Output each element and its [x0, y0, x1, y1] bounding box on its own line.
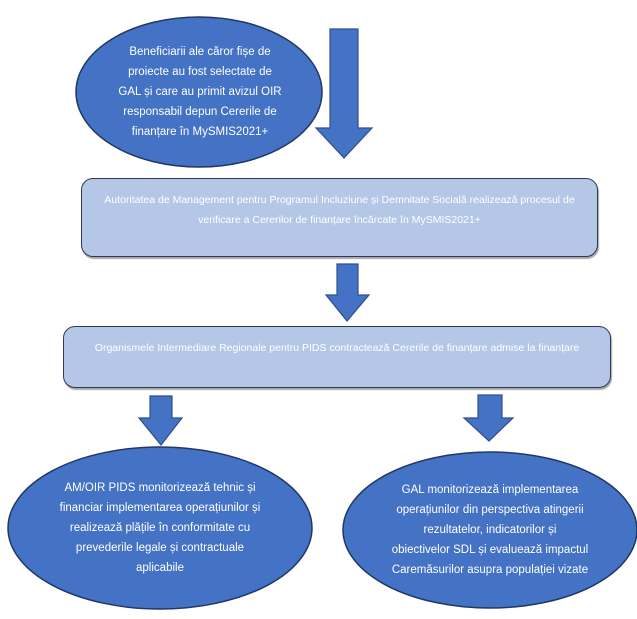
text-line: AM/OIR PIDS monitorizează tehnic și [64, 482, 256, 494]
text-line: GAL și care au primit avizul OIR [118, 86, 282, 98]
am-oir-monitoring-text: AM/OIR PIDS monitorizează tehnic și fina… [30, 478, 290, 578]
gal-monitoring-text: GAL monitorizează implementarea operațiu… [360, 480, 620, 580]
text-line: obiectivelor SDL și evaluează impactul [391, 544, 589, 556]
text-line: rezultatelor, indicatorilor și [423, 524, 557, 536]
beneficiaries-text: Beneficiarii ale căror fișe de proiecte … [100, 42, 300, 142]
text-line: prevederile legale și contractuale [75, 542, 245, 554]
arrow-down-icon [462, 394, 515, 442]
box-intermediate-bodies [63, 326, 611, 388]
ellipse-gal-monitoring [342, 451, 637, 609]
management-authority-text: Autoritatea de Management pentru Program… [81, 190, 598, 230]
text-line: Autoritatea de Management pentru Program… [104, 194, 575, 206]
text-line: operațiunilor din perspectiva atingerii [396, 504, 584, 516]
text-line: Caremăsurilor asupra populației vizate [391, 564, 589, 576]
arrow-down-icon [324, 263, 371, 322]
arrow-down-icon [137, 395, 184, 446]
box-management-authority [81, 178, 598, 257]
ellipse-am-oir-monitoring [7, 446, 313, 610]
text-line: verificare a Cererilor de finanțare încă… [198, 214, 481, 226]
text-line: Beneficiarii ale căror fișe de [129, 46, 271, 58]
text-line: finanțare în MySMIS2021+ [131, 126, 269, 138]
text-line: financiar implementarea operațiunilor și [59, 502, 261, 514]
ellipse-beneficiaries [75, 16, 323, 168]
intermediate-bodies-text: Organismele Intermediare Regionale pentr… [63, 338, 611, 358]
text-line: proiecte au fost selectate de [128, 66, 272, 78]
arrow-down-icon [314, 28, 374, 159]
text-line: GAL monitorizează implementarea [401, 484, 579, 496]
text-line: Organismele Intermediare Regionale pentr… [94, 342, 580, 354]
text-line: realizează plățile în conformitate cu [69, 522, 251, 534]
text-line: responsabil depun Cererile de [123, 106, 277, 118]
text-line: aplicabile [136, 562, 184, 574]
